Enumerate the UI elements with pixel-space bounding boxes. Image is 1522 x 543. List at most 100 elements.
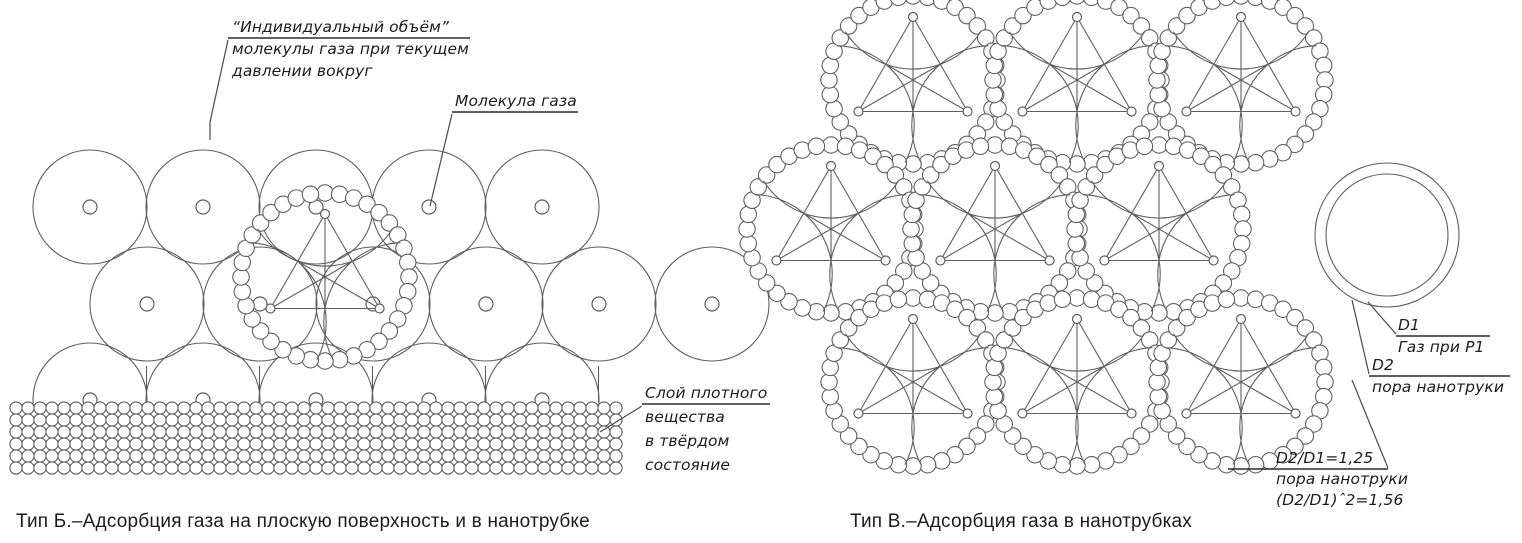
gas-molecule — [139, 296, 155, 312]
wall-atom — [1178, 308, 1196, 327]
wall-atom — [1003, 427, 1022, 445]
substrate-atom — [537, 425, 551, 439]
molecule-bond-lines — [939, 165, 1051, 262]
substrate-atom — [405, 449, 419, 463]
bond-line — [1213, 63, 1296, 112]
annotation-text: (D2/D1)ˆ2=1,56 — [1276, 491, 1403, 509]
gas-molecule — [1208, 255, 1219, 266]
substrate-atom — [513, 461, 527, 475]
substrate-atom — [57, 449, 71, 463]
individual-volume-arc — [1160, 299, 1322, 372]
substrate-atom — [501, 449, 515, 463]
substrate-atom — [501, 413, 515, 427]
substrate-atom — [153, 461, 167, 475]
gas-molecule — [1044, 255, 1055, 266]
nanotube-cross-section — [1066, 136, 1252, 322]
substrate-atom — [105, 437, 119, 451]
substrate-atom — [453, 437, 467, 451]
annotation-layer: “Индивидуальный объём”молекулы газа при … — [209, 18, 1510, 509]
substrate-atom — [309, 449, 323, 463]
wall-atom — [1014, 6, 1032, 25]
bond-line — [803, 212, 886, 261]
substrate-atom — [441, 437, 455, 451]
wall-atom — [976, 415, 995, 433]
wall-atom — [1148, 373, 1166, 391]
substrate-atom — [189, 449, 203, 463]
wall-atom — [946, 0, 964, 16]
gas-molecule — [907, 313, 919, 325]
wall-atom — [398, 253, 417, 272]
wall-atom — [262, 203, 280, 222]
wall-atom — [301, 185, 320, 204]
substrate-atom — [489, 437, 503, 451]
enclosed-gas-molecules — [265, 208, 385, 314]
bond-line — [1049, 63, 1132, 112]
substrate-atom — [369, 401, 383, 415]
substrate-atom — [189, 425, 203, 439]
wall-atom — [820, 373, 838, 391]
substrate-atom — [357, 401, 371, 415]
substrate-atom — [561, 425, 575, 439]
wall-atom — [1314, 56, 1333, 75]
substrate-atom — [585, 425, 599, 439]
wall-atom — [330, 350, 349, 369]
substrate-atom — [321, 449, 335, 463]
wall-atom — [946, 300, 964, 318]
gas-molecule — [265, 303, 276, 314]
substrate-atom — [537, 401, 551, 415]
substrate-atom — [405, 413, 419, 427]
wall-atom — [904, 289, 922, 307]
gas-molecule — [1017, 408, 1028, 419]
substrate-atom — [273, 413, 287, 427]
wall-atom — [862, 445, 880, 464]
wall-atom — [358, 195, 376, 214]
substrate-atom — [501, 425, 515, 439]
substrate-atom — [609, 437, 623, 451]
substrate-atom — [69, 425, 83, 439]
substrate-atom — [81, 401, 95, 415]
substrate-atom — [93, 425, 107, 439]
gas-molecule — [1071, 11, 1083, 23]
enclosed-gas-molecules — [1181, 11, 1301, 117]
substrate-atom — [57, 437, 71, 451]
substrate-atom — [513, 437, 527, 451]
gas-molecule — [880, 255, 891, 266]
gas-molecule — [907, 11, 919, 23]
wall-atom — [1232, 289, 1250, 307]
substrate-atom — [309, 425, 323, 439]
molecule-bond-lines — [1185, 16, 1297, 113]
bond-line — [1213, 365, 1296, 414]
substrate-atom — [417, 461, 431, 475]
substrate-atom — [261, 461, 275, 475]
substrate-atom — [273, 449, 287, 463]
wall-atom — [1246, 455, 1265, 474]
wall-atom — [370, 203, 388, 222]
substrate-atom — [261, 449, 275, 463]
substrate-atom — [465, 413, 479, 427]
wall-atom — [1316, 373, 1334, 391]
bond-line — [1022, 63, 1105, 112]
substrate-atom — [45, 425, 59, 439]
substrate-atom — [597, 449, 611, 463]
gas-molecule — [1099, 255, 1110, 266]
substrate-atom — [429, 425, 443, 439]
wall-atom — [1316, 71, 1334, 89]
wall-atom — [1167, 17, 1186, 35]
wall-atom — [757, 166, 776, 184]
substrate-atom — [537, 413, 551, 427]
gas-molecule-volume — [202, 246, 318, 362]
wall-atom — [1223, 262, 1241, 280]
gas-molecule — [1071, 313, 1083, 325]
substrate-atom — [393, 449, 407, 463]
substrate-atom — [105, 401, 119, 415]
substrate-atom — [561, 449, 575, 463]
substrate-atom — [297, 461, 311, 475]
gas-molecule — [771, 255, 782, 266]
wall-atom — [1122, 308, 1140, 327]
substrate-atom — [465, 437, 479, 451]
wall-atom — [1190, 445, 1208, 464]
gas-molecule — [195, 199, 211, 215]
wall-atom — [1296, 17, 1315, 35]
wall-atom — [1135, 137, 1154, 156]
substrate-atom — [489, 449, 503, 463]
